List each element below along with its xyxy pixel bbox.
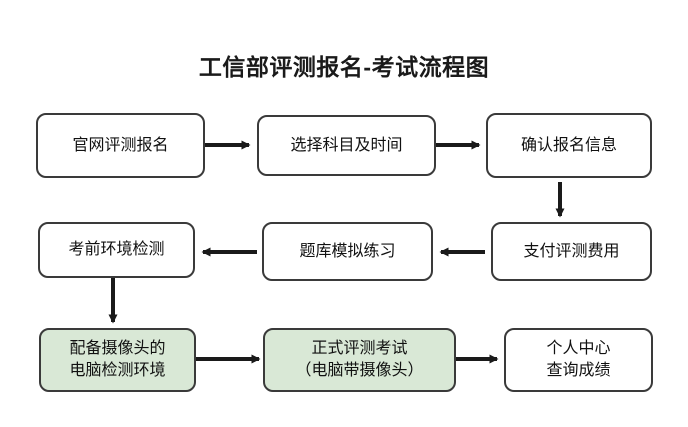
node-label: 支付评测费用 — [523, 242, 620, 260]
node-label: 选择科目及时间 — [290, 136, 403, 154]
node-label-line2: 查询成绩 — [546, 362, 611, 379]
node-formal-exam[interactable]: 正式评测考试 （电脑带摄像头） — [263, 328, 456, 392]
node-pre-exam-environment-check[interactable]: 考前环境检测 — [38, 222, 195, 278]
node-label: 题库模拟练习 — [299, 242, 396, 260]
node-pay-fee[interactable]: 支付评测费用 — [491, 222, 652, 281]
node-select-subject-time[interactable]: 选择科目及时间 — [257, 115, 436, 176]
node-label-line2: （电脑带摄像头） — [295, 362, 424, 379]
node-label: 考前环境检测 — [68, 241, 165, 259]
node-label: 正式评测考试 — [311, 340, 408, 358]
node-label: 配备摄像头的 — [69, 340, 166, 358]
node-mock-practice[interactable]: 题库模拟练习 — [262, 222, 433, 281]
node-label: 个人中心 — [546, 340, 611, 358]
node-confirm-registration-info[interactable]: 确认报名信息 — [486, 113, 652, 178]
node-personal-center-check-score[interactable]: 个人中心 查询成绩 — [504, 328, 653, 392]
page-title: 工信部评测报名-考试流程图 — [198, 54, 490, 80]
node-official-registration[interactable]: 官网评测报名 — [36, 113, 205, 178]
node-camera-equipped-pc-check[interactable]: 配备摄像头的 电脑检测环境 — [39, 328, 196, 392]
node-label: 官网评测报名 — [72, 136, 169, 154]
node-label-line2: 电脑检测环境 — [69, 362, 166, 379]
node-label: 确认报名信息 — [520, 136, 617, 154]
